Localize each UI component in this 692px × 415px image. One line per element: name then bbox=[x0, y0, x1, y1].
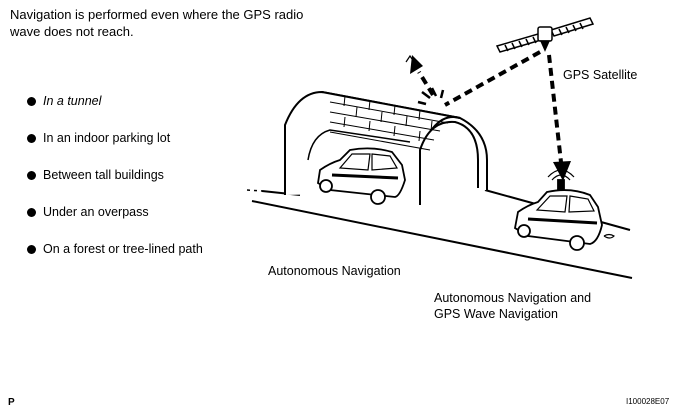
brick-pattern bbox=[329, 95, 449, 151]
bullet-icon bbox=[27, 133, 36, 143]
autonomous-navigation-label: Autonomous Navigation bbox=[268, 264, 401, 278]
condition-label: Under an overpass bbox=[43, 205, 149, 219]
gps-signal-paths bbox=[417, 50, 563, 163]
list-item: Under an overpass bbox=[27, 203, 203, 221]
gps-satellite-label: GPS Satellite bbox=[563, 68, 638, 82]
list-item: In a tunnel bbox=[27, 92, 203, 110]
list-item: Between tall buildings bbox=[27, 166, 203, 184]
condition-label: In a tunnel bbox=[43, 94, 102, 108]
bullet-icon bbox=[27, 207, 36, 217]
intro-text: Navigation is performed even where the G… bbox=[10, 7, 304, 39]
autonomous-gps-label-line1: Autonomous Navigation and bbox=[434, 291, 592, 305]
bullet-icon bbox=[27, 96, 36, 106]
bullet-icon bbox=[27, 244, 36, 254]
bullet-icon bbox=[27, 170, 36, 180]
list-item: On a forest or tree-lined path bbox=[27, 240, 203, 258]
autonomous-gps-label-line2: GPS Wave Navigation bbox=[434, 307, 558, 321]
signal-arrowheads bbox=[410, 55, 571, 181]
car-outside bbox=[514, 169, 615, 251]
page-code: P bbox=[8, 397, 15, 408]
signal-blocked-burst bbox=[417, 87, 445, 106]
car-in-tunnel bbox=[317, 147, 406, 205]
deflected-signal-tip bbox=[405, 54, 415, 63]
figure-id: I100028E07 bbox=[626, 397, 670, 406]
condition-label: On a forest or tree-lined path bbox=[43, 242, 203, 256]
satellite bbox=[495, 17, 595, 53]
conditions-list: In a tunnel In an indoor parking lot Bet… bbox=[27, 92, 203, 277]
condition-label: In an indoor parking lot bbox=[43, 131, 171, 145]
list-item: In an indoor parking lot bbox=[27, 129, 203, 147]
condition-label: Between tall buildings bbox=[43, 168, 164, 182]
